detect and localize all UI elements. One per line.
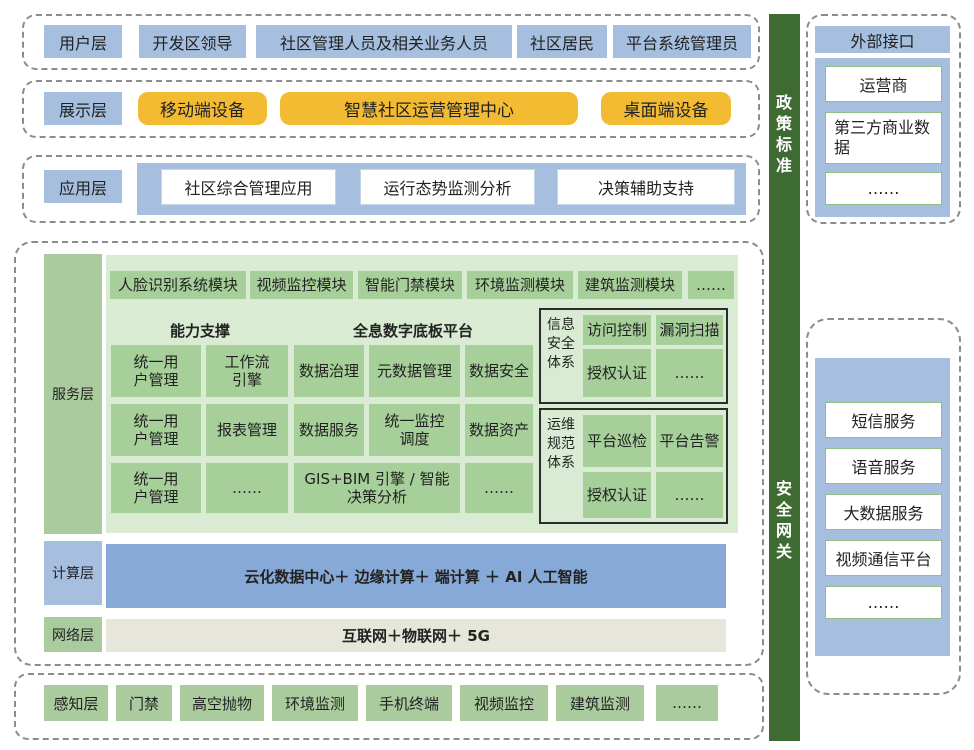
platform-item: 元数据管理 — [369, 345, 460, 397]
app-layer-label: 应用层 — [44, 170, 122, 203]
service-item-big-data: 大数据服务 — [825, 494, 942, 530]
platform-item: 数据资产 — [465, 404, 533, 456]
module-more: …… — [688, 271, 734, 299]
app-item-situation-analysis: 运行态势监测分析 — [360, 169, 535, 205]
platform-item: 数据安全 — [465, 345, 533, 397]
display-layer-label: 展示层 — [44, 92, 122, 125]
platform-item: …… — [465, 463, 533, 513]
user-item-community-staff: 社区管理人员及相关业务人员 — [256, 25, 512, 58]
external-interface-title: 外部接口 — [815, 26, 950, 53]
policy-standard-label: 政策标准 — [775, 93, 792, 175]
ops-system-box — [539, 408, 728, 524]
ops-item: …… — [656, 472, 723, 518]
module-building-monitor: 建筑监测模块 — [578, 271, 682, 299]
sensing-item-more: …… — [656, 685, 718, 721]
security-system-box — [539, 308, 728, 404]
ops-system-title: 运维规范体系 — [547, 417, 575, 471]
security-system-title: 信息安全体系 — [547, 317, 575, 371]
module-face-recognition: 人脸识别系统模块 — [110, 271, 246, 299]
sensing-item-env: 环境监测 — [272, 685, 358, 721]
service-item-more: …… — [825, 586, 942, 619]
external-item-operator: 运营商 — [825, 66, 942, 102]
capability-item: 报表管理 — [206, 404, 288, 456]
sensing-item-video: 视频监控 — [460, 685, 548, 721]
platform-item: GIS+BIM 引擎 / 智能决策分析 — [294, 463, 460, 513]
capability-item: 统一用户管理 — [111, 345, 201, 397]
ops-item: 平台告警 — [656, 415, 723, 467]
sensing-item-falling-objects: 高空抛物 — [180, 685, 264, 721]
app-item-decision-support: 决策辅助支持 — [557, 169, 735, 205]
display-item-mobile: 移动端设备 — [138, 92, 267, 125]
compute-layer-content: 云化数据中心＋ 边缘计算＋ 端计算 ＋ AI 人工智能 — [106, 544, 726, 608]
network-layer-content: 互联网＋物联网＋ 5G — [106, 619, 726, 652]
capability-item: …… — [206, 463, 288, 513]
platform-item: 统一监控调度 — [369, 404, 460, 456]
platform-item: 数据服务 — [294, 404, 364, 456]
platform-title: 全息数字底板平台 — [352, 322, 473, 340]
module-video-monitor: 视频监控模块 — [250, 271, 353, 299]
display-item-ops-center: 智慧社区运营管理中心 — [280, 92, 578, 125]
service-layer-label: 服务层 — [44, 254, 102, 534]
policy-security-bar — [769, 14, 800, 741]
app-item-community-mgmt: 社区综合管理应用 — [161, 169, 336, 205]
service-item-voice: 语音服务 — [825, 448, 942, 484]
platform-item: 数据治理 — [294, 345, 364, 397]
user-item-dev-leaders: 开发区领导 — [139, 25, 246, 58]
sensing-layer-label: 感知层 — [44, 685, 108, 721]
user-item-admins: 平台系统管理员 — [613, 25, 751, 58]
ops-item: 平台巡检 — [583, 415, 651, 467]
user-layer-label: 用户层 — [44, 25, 122, 58]
sensing-item-phone: 手机终端 — [366, 685, 452, 721]
external-item-third-party: 第三方商业数据 — [825, 112, 942, 164]
security-item: 访问控制 — [583, 315, 651, 345]
sensing-item-building: 建筑监测 — [556, 685, 644, 721]
external-item-more: …… — [825, 172, 942, 205]
user-item-residents: 社区居民 — [517, 25, 607, 58]
security-gateway-label: 安全网关 — [775, 479, 792, 561]
display-item-desktop: 桌面端设备 — [601, 92, 731, 125]
capability-item: 工作流引擎 — [206, 345, 288, 397]
security-item: …… — [656, 349, 723, 397]
capability-title: 能力支撑 — [169, 322, 230, 340]
security-item: 漏洞扫描 — [656, 315, 723, 345]
module-smart-access: 智能门禁模块 — [358, 271, 462, 299]
sensing-item-access: 门禁 — [116, 685, 172, 721]
service-item-sms: 短信服务 — [825, 402, 942, 438]
compute-layer-label: 计算层 — [44, 541, 102, 605]
capability-item: 统一用户管理 — [111, 463, 201, 513]
ops-item: 授权认证 — [583, 472, 651, 518]
module-env-monitor: 环境监测模块 — [467, 271, 573, 299]
security-item: 授权认证 — [583, 349, 651, 397]
service-item-video-comm: 视频通信平台 — [825, 540, 942, 576]
capability-item: 统一用户管理 — [111, 404, 201, 456]
network-layer-label: 网络层 — [44, 617, 102, 652]
